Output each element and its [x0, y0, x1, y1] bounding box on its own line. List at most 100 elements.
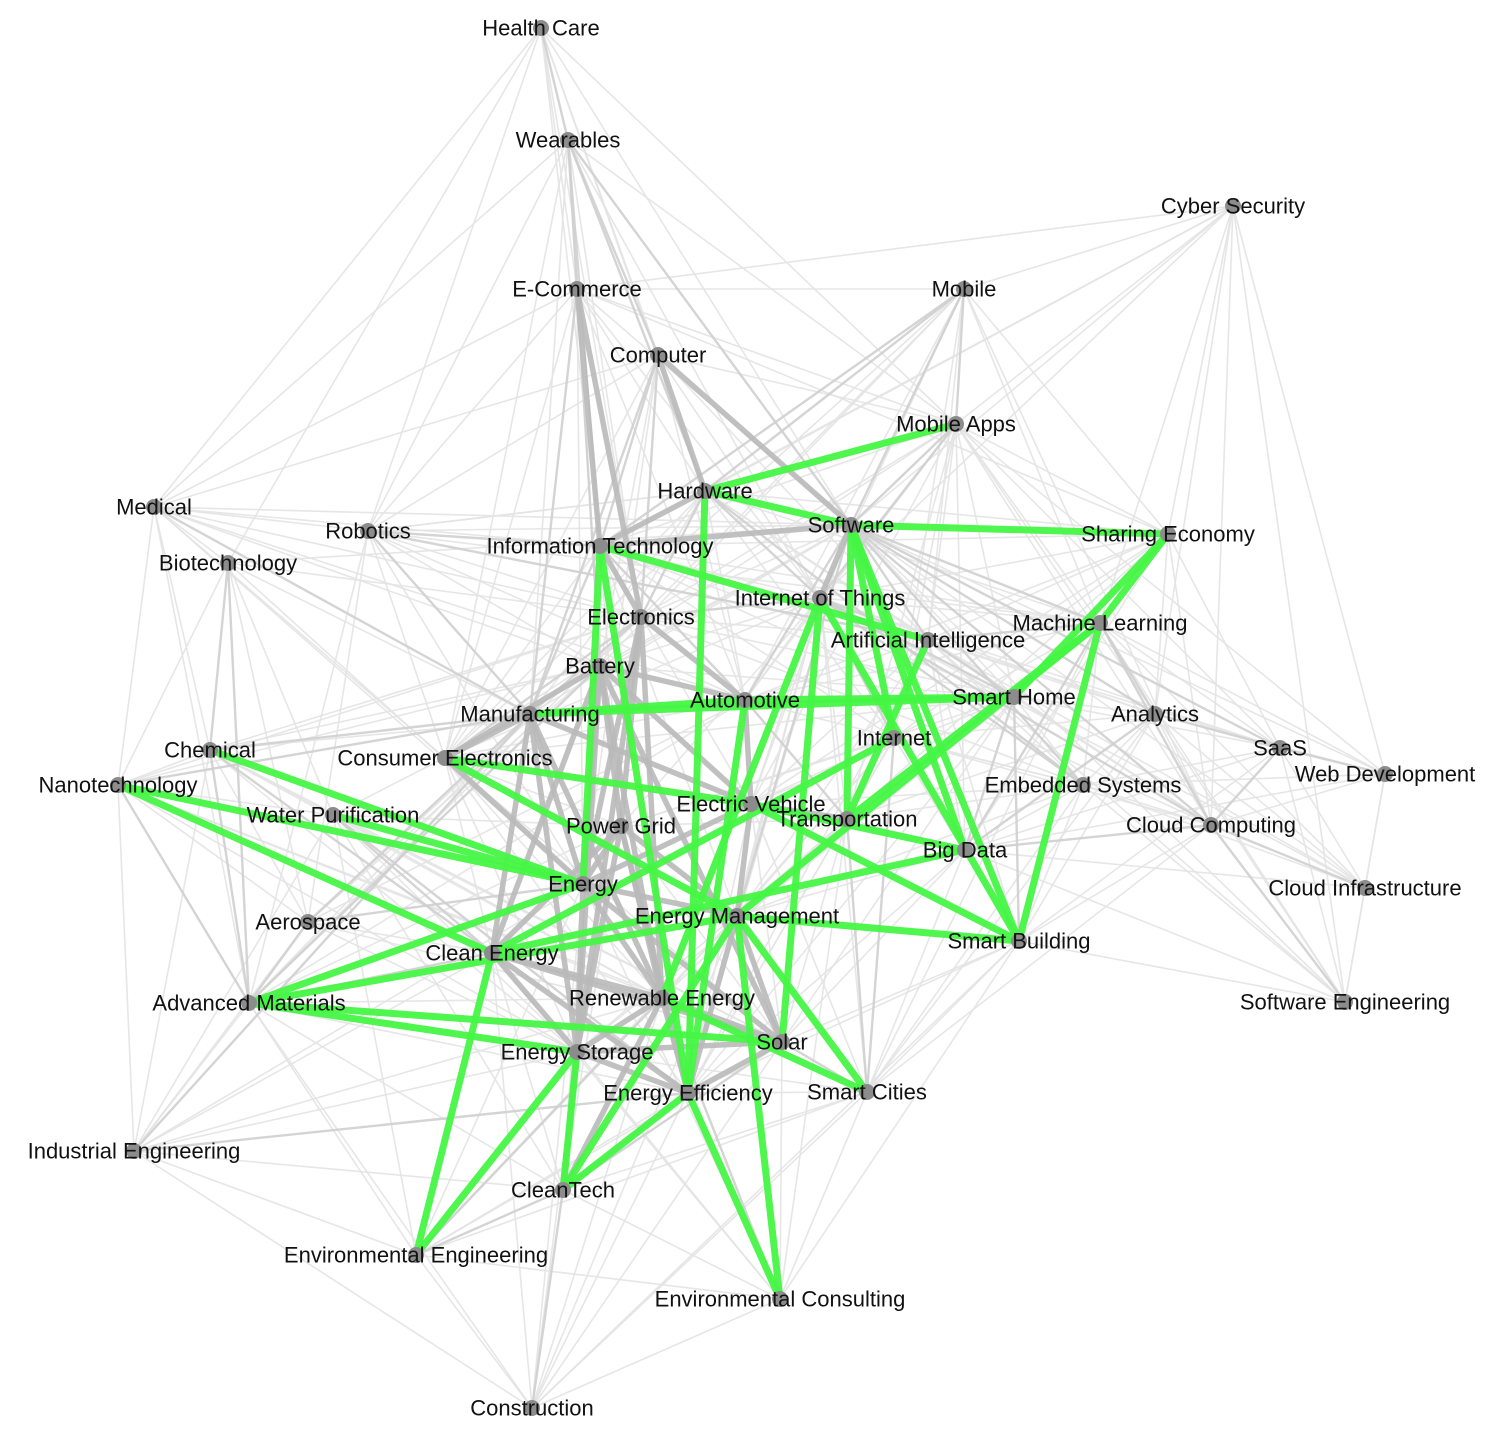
node-computer[interactable] [650, 347, 666, 363]
node-transportation[interactable] [839, 811, 855, 827]
node-energy-efficiency[interactable] [680, 1085, 696, 1101]
edge-cloud-computing-to-machine-learning [1098, 621, 1213, 827]
edge-saas-to-sharing-economy [1167, 533, 1281, 749]
edge-mobile-to-software [849, 287, 966, 527]
node-saas[interactable] [1272, 740, 1288, 756]
edge-solar-to-energy-efficiency [685, 1039, 785, 1096]
node-information-technology[interactable] [592, 538, 608, 554]
edge-health-care-to-software [540, 27, 852, 526]
edge-solar-to-internet-of-things [778, 594, 824, 1046]
node-robotics[interactable] [360, 523, 376, 539]
node-cleantech[interactable] [555, 1182, 571, 1198]
edge-energy-management-to-smart-building [733, 912, 1023, 945]
node-water-purification[interactable] [325, 807, 341, 823]
node-analytics[interactable] [1147, 706, 1163, 722]
node-internet-of-things[interactable] [812, 590, 828, 606]
node-big-data[interactable] [957, 842, 973, 858]
node-label-mobile-apps: Mobile Apps [896, 412, 1016, 437]
node-label-saas: SaaS [1253, 736, 1307, 761]
node-label-smart-building: Smart Building [947, 929, 1090, 954]
edge-electric-vehicle-to-smart-building [747, 800, 1023, 945]
node-artificial-intelligence[interactable] [920, 632, 936, 648]
node-industrial-engineering[interactable] [126, 1143, 142, 1159]
node-energy-management[interactable] [729, 908, 745, 924]
node-cloud-infrastructure[interactable] [1357, 880, 1373, 896]
node-electronics[interactable] [633, 609, 649, 625]
node-software-engineering[interactable] [1337, 994, 1353, 1010]
node-cyber-security[interactable] [1225, 198, 1241, 214]
edge-industrial-engineering-to-environmental-engineering [133, 1150, 417, 1256]
node-renewable-energy[interactable] [654, 990, 670, 1006]
edge-nanotechnology-to-renewable-energy [117, 784, 663, 999]
node-smart-home[interactable] [1006, 689, 1022, 705]
node-biotechnology[interactable] [220, 555, 236, 571]
node-cloud-computing[interactable] [1203, 817, 1219, 833]
node-advanced-materials[interactable] [241, 995, 257, 1011]
node-sharing-economy[interactable] [1160, 526, 1176, 542]
edge-consumer-electronics-to-energy-management [441, 754, 741, 920]
node-electric-vehicle[interactable] [743, 796, 759, 812]
node-clean-energy[interactable] [484, 945, 500, 961]
edge-internet-of-things-to-automotive [744, 597, 821, 701]
edge-smart-building-to-smart-home [1012, 695, 1021, 943]
node-energy[interactable] [575, 876, 591, 892]
node-wearables[interactable] [560, 132, 576, 148]
node-energy-storage[interactable] [569, 1044, 585, 1060]
edge-cloud-infrastructure-to-artificial-intelligence [927, 639, 1366, 889]
edge-web-development-to-big-data [964, 773, 1386, 851]
node-label-clean-energy: Clean Energy [425, 941, 558, 966]
node-nanotechnology[interactable] [110, 777, 126, 793]
node-internet[interactable] [886, 730, 902, 746]
edge-internet-to-renewable-energy [661, 737, 895, 999]
node-smart-building[interactable] [1011, 933, 1027, 949]
node-mobile[interactable] [956, 281, 972, 297]
node-software[interactable] [843, 517, 859, 533]
node-web-development[interactable] [1377, 766, 1393, 782]
node-environmental-engineering[interactable] [408, 1247, 424, 1263]
edge-construction-to-advanced-materials [248, 1002, 533, 1409]
edge-cleantech-to-energy-management [559, 912, 741, 1194]
node-smart-cities[interactable] [859, 1084, 875, 1100]
edge-computer-to-robotics [367, 354, 659, 532]
node-power-grid[interactable] [613, 818, 629, 834]
edge-cloud-computing-to-big-data [963, 823, 1213, 852]
node-construction[interactable] [524, 1400, 540, 1416]
edge-advanced-materials-to-energy [245, 880, 587, 1007]
edge-medical-to-chemical [153, 506, 211, 751]
edge-cloud-infrastructure-to-machine-learning [1099, 622, 1366, 889]
node-label-wearables: Wearables [516, 128, 621, 153]
node-hardware[interactable] [697, 483, 713, 499]
edge-construction-to-solar [531, 1041, 783, 1409]
edge-advanced-materials-to-power-grid [248, 825, 622, 1004]
node-medical[interactable] [146, 499, 162, 515]
edge-mobile-to-sharing-economy [963, 288, 1169, 535]
edge-industrial-engineering-to-manufacturing [132, 712, 532, 1153]
edge-energy-management-to-solar [734, 913, 785, 1045]
node-environmental-consulting[interactable] [772, 1291, 788, 1307]
edge-software-engineering-to-smart-building [1018, 940, 1346, 1003]
node-consumer-electronics[interactable] [437, 750, 453, 766]
node-label-analytics: Analytics [1111, 702, 1199, 727]
node-embedded-systems[interactable] [1075, 777, 1091, 793]
edge-energy-management-to-environmental-consulting [733, 912, 784, 1303]
edge-web-development-to-cyber-security [1232, 205, 1386, 775]
edge-biotechnology-to-manufacturing [227, 562, 531, 715]
node-manufacturing[interactable] [522, 706, 538, 722]
edge-cleantech-to-smart-cities [562, 1091, 868, 1191]
edge-machine-learning-to-smart-building [1015, 619, 1104, 945]
node-automotive[interactable] [737, 692, 753, 708]
node-health-care[interactable] [533, 20, 549, 36]
node-aerospace[interactable] [300, 914, 316, 930]
node-label-energy-efficiency: Energy Efficiency [603, 1081, 773, 1106]
node-mobile-apps[interactable] [948, 416, 964, 432]
node-battery[interactable] [592, 658, 608, 674]
edge-cleantech-to-construction [530, 1188, 565, 1410]
node-solar[interactable] [774, 1034, 790, 1050]
edge-transportation-to-solar [781, 818, 848, 1043]
edge-e-commerce-to-electronics [574, 286, 644, 620]
edge-health-care-to-wearables [539, 26, 570, 142]
node-e-commerce[interactable] [569, 281, 585, 297]
node-chemical[interactable] [202, 742, 218, 758]
node-machine-learning[interactable] [1092, 615, 1108, 631]
edge-computer-to-manufacturing [528, 353, 660, 716]
